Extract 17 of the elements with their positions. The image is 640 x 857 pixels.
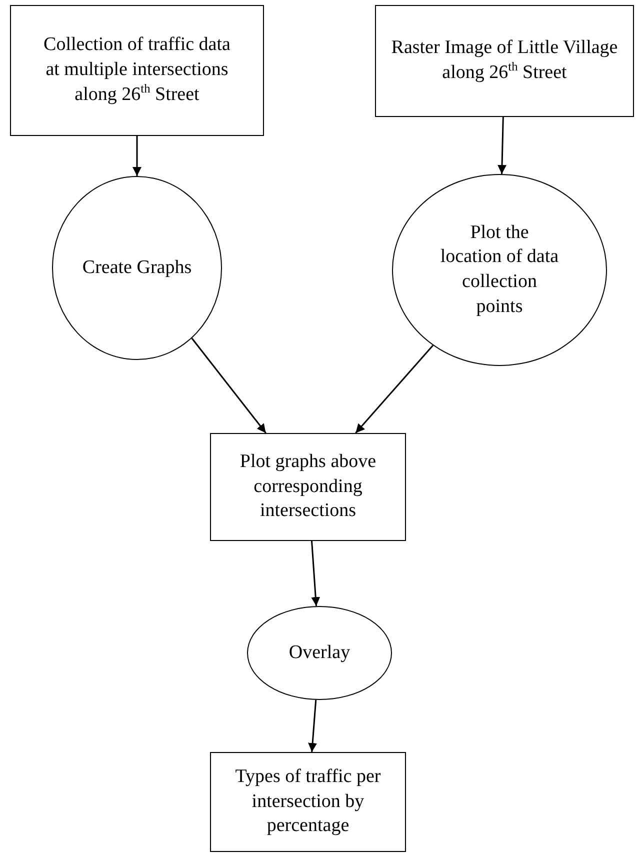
process-box bbox=[210, 433, 406, 541]
node-text: Plot graphs above corresponding intersections bbox=[238, 450, 378, 524]
node-text: Collection of traffic data at multiple intersections along 26$^{th}$ Street bbox=[42, 33, 232, 107]
node-text: Raster Image of Little Village along 26$^{th}$ Street bbox=[390, 36, 619, 85]
process-box bbox=[375, 5, 634, 117]
node-text: Create Graphs bbox=[82, 256, 192, 280]
node-text: Overlay bbox=[288, 640, 350, 665]
arrow bbox=[311, 540, 320, 606]
process-box bbox=[210, 752, 406, 852]
arrow bbox=[498, 116, 506, 174]
arrow bbox=[132, 136, 142, 176]
node-text: Plot the location of data collection points bbox=[440, 220, 560, 319]
arrow bbox=[191, 338, 266, 434]
process-box bbox=[10, 5, 264, 136]
arrow bbox=[308, 700, 318, 752]
node-text: Types of traffic per intersection by percentage bbox=[234, 764, 382, 838]
arrow bbox=[355, 344, 434, 434]
